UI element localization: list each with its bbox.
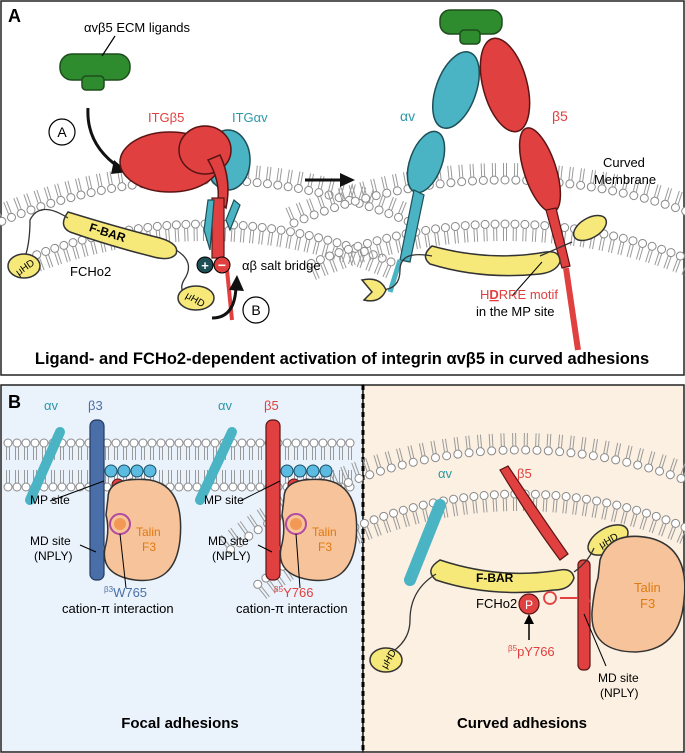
md-site-1a: MD site: [30, 534, 71, 548]
w765-label: β3W765: [104, 585, 147, 600]
step-a-circle: [48, 118, 76, 146]
minus-sign: −: [218, 257, 226, 273]
svg-text:P: P: [525, 598, 533, 612]
md-pointer-3: [583, 613, 607, 667]
plus-sign: +: [201, 258, 209, 273]
bent-integrin: [119, 125, 251, 321]
md-site-2a: MD site: [208, 534, 249, 548]
phospho-tyrosine: P: [518, 591, 578, 615]
integrin-b3-focal: [25, 419, 105, 581]
step-a-label: A: [57, 124, 67, 140]
y766-pointer: [295, 533, 301, 589]
panel-a-title: Ligand- and FCHo2-dependent activation o…: [35, 350, 649, 368]
py766-label: β5pY766: [508, 644, 555, 659]
step-b-circle: [242, 296, 270, 324]
panel-b-letter: B: [8, 392, 21, 412]
mp-pointer-1: [49, 480, 105, 502]
talin-f3-curved: [580, 535, 685, 653]
av-label-b3: αv: [438, 466, 453, 481]
talin-label-3a: Talin: [634, 580, 661, 595]
b3-label: β3: [88, 398, 103, 413]
av-label-a: αv: [400, 108, 415, 124]
motif-site-label: in the MP site: [476, 304, 555, 319]
itgb5-label: ITGβ5: [148, 110, 184, 125]
cation-pi-2: cation-π interaction: [236, 601, 348, 616]
integrin-b5-focal: [195, 419, 281, 581]
plus-charge: [196, 256, 214, 274]
av-label-b2: αv: [218, 398, 233, 413]
talin-label-1b: F3: [142, 540, 156, 554]
fcho2-label-b: FCHo2: [476, 596, 517, 611]
b5-label-a: β5: [552, 108, 568, 124]
motif-connector: [539, 241, 573, 257]
talin-label-2b: F3: [318, 540, 332, 554]
fcho2-right: [360, 214, 608, 302]
motif-pointer: [511, 261, 543, 297]
md-site-3a: MD site: [598, 671, 639, 685]
fbar-label-b: F-BAR: [476, 571, 514, 585]
cation-pi-1: cation-π interaction: [62, 601, 174, 616]
fcho2-curved: [369, 524, 629, 673]
md-site-1b: (NPLY): [34, 549, 72, 563]
ecm-ligand: [59, 53, 131, 91]
talin-f3-focal-2: [268, 478, 358, 582]
talin-label-2a: Talin: [312, 525, 337, 539]
ecm-ligands-label: αvβ5 ECM ligands: [84, 20, 191, 35]
mp-site-label-2: MP site: [204, 493, 244, 507]
av-label-b1: αv: [44, 398, 59, 413]
transition-arrowhead: [340, 173, 355, 187]
curved-membrane-line2: Membrane: [594, 172, 656, 187]
py766-arrowhead: [524, 614, 534, 624]
md-pointer-2: [257, 544, 273, 553]
extended-integrin: [387, 9, 581, 351]
curved-membrane-line1: Curved: [603, 155, 645, 170]
md-site-3b: (NPLY): [600, 686, 638, 700]
y766-label: β5Y766: [274, 585, 313, 600]
focal-adhesions-label: Focal adhesions: [121, 715, 239, 732]
ecm-pointer: [101, 35, 116, 57]
mp-site-label-1: MP site: [30, 493, 70, 507]
motif-label: HDRRE motif: [480, 287, 558, 302]
curved-adhesions-label: Curved adhesions: [457, 715, 587, 732]
step-b-arrowhead: [229, 275, 244, 291]
b5-label-b1: β5: [264, 398, 279, 413]
b5-label-b2: β5: [517, 466, 532, 481]
fcho2-left: [7, 208, 215, 311]
talin-label-1a: Talin: [136, 525, 161, 539]
panel-a-letter: A: [8, 6, 21, 26]
step-b-label: B: [251, 302, 260, 318]
md-pointer-1: [79, 544, 97, 553]
w765-pointer: [119, 533, 127, 589]
salt-bridge-label: αβ salt bridge: [242, 258, 321, 273]
fcho2-label-a: FCHo2: [70, 264, 111, 279]
itgav-label: ITGαv: [232, 110, 268, 125]
talin-label-3b: F3: [640, 596, 655, 611]
md-site-2b: (NPLY): [212, 549, 250, 563]
minus-charge: [213, 256, 231, 274]
mp-pointer-2: [239, 480, 281, 502]
